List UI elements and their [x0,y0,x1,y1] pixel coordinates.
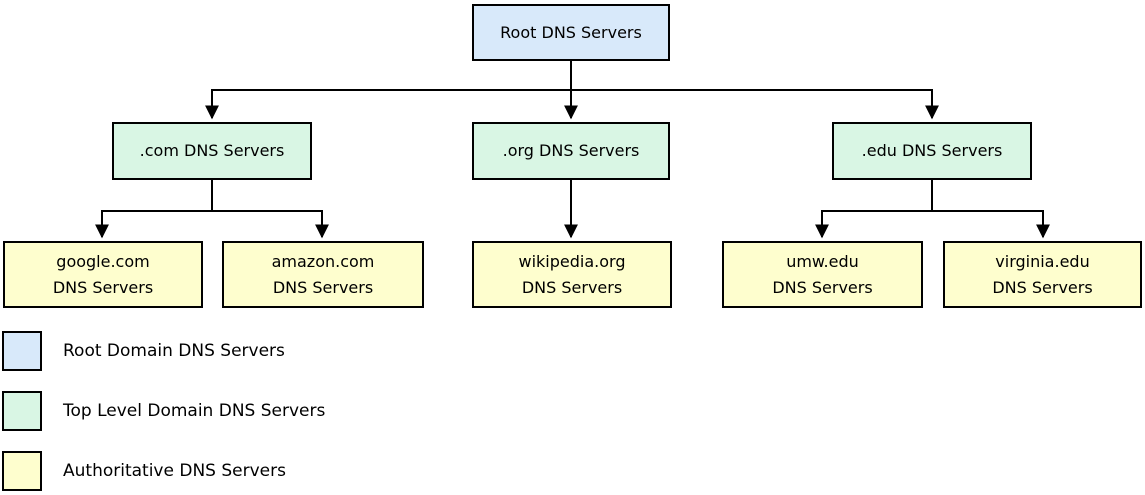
node-label-line2: DNS Servers [992,277,1093,297]
legend-swatch-top-level-domain [2,391,42,431]
node-com-dns-servers: .com DNS Servers [112,122,312,180]
node-google-dns-servers: google.com DNS Servers [3,241,203,308]
legend-label: Top Level Domain DNS Servers [63,401,326,421]
node-label-line2: DNS Servers [272,277,374,297]
node-label-line1: amazon.com [271,251,375,271]
node-root-dns-servers: Root DNS Servers [472,4,670,61]
legend-swatch-root-domain [2,331,42,371]
node-org-dns-servers: .org DNS Servers [472,122,670,180]
node-label-line1: google.com [56,251,150,271]
node-label-line1: virginia.edu [995,251,1090,271]
node-label-line2: DNS Servers [772,277,873,297]
node-edu-dns-servers: .edu DNS Servers [832,122,1032,180]
node-label: .org DNS Servers [502,141,640,160]
node-label-line2: DNS Servers [521,277,623,297]
node-wikipedia-dns-servers: wikipedia.org DNS Servers [472,241,672,308]
node-virginia-dns-servers: virginia.edu DNS Servers [943,241,1142,308]
node-label: .com DNS Servers [139,141,285,160]
node-label-line1: umw.edu [786,251,859,271]
node-umw-dns-servers: umw.edu DNS Servers [722,241,923,308]
legend-label: Root Domain DNS Servers [63,341,285,361]
node-amazon-dns-servers: amazon.com DNS Servers [222,241,424,308]
node-label-line2: DNS Servers [52,277,154,297]
node-label: Root DNS Servers [500,22,642,42]
node-label-line1: wikipedia.org [518,251,626,271]
legend-swatch-authoritative [2,451,42,491]
node-label: .edu DNS Servers [861,141,1003,160]
legend-label: Authoritative DNS Servers [63,461,286,481]
